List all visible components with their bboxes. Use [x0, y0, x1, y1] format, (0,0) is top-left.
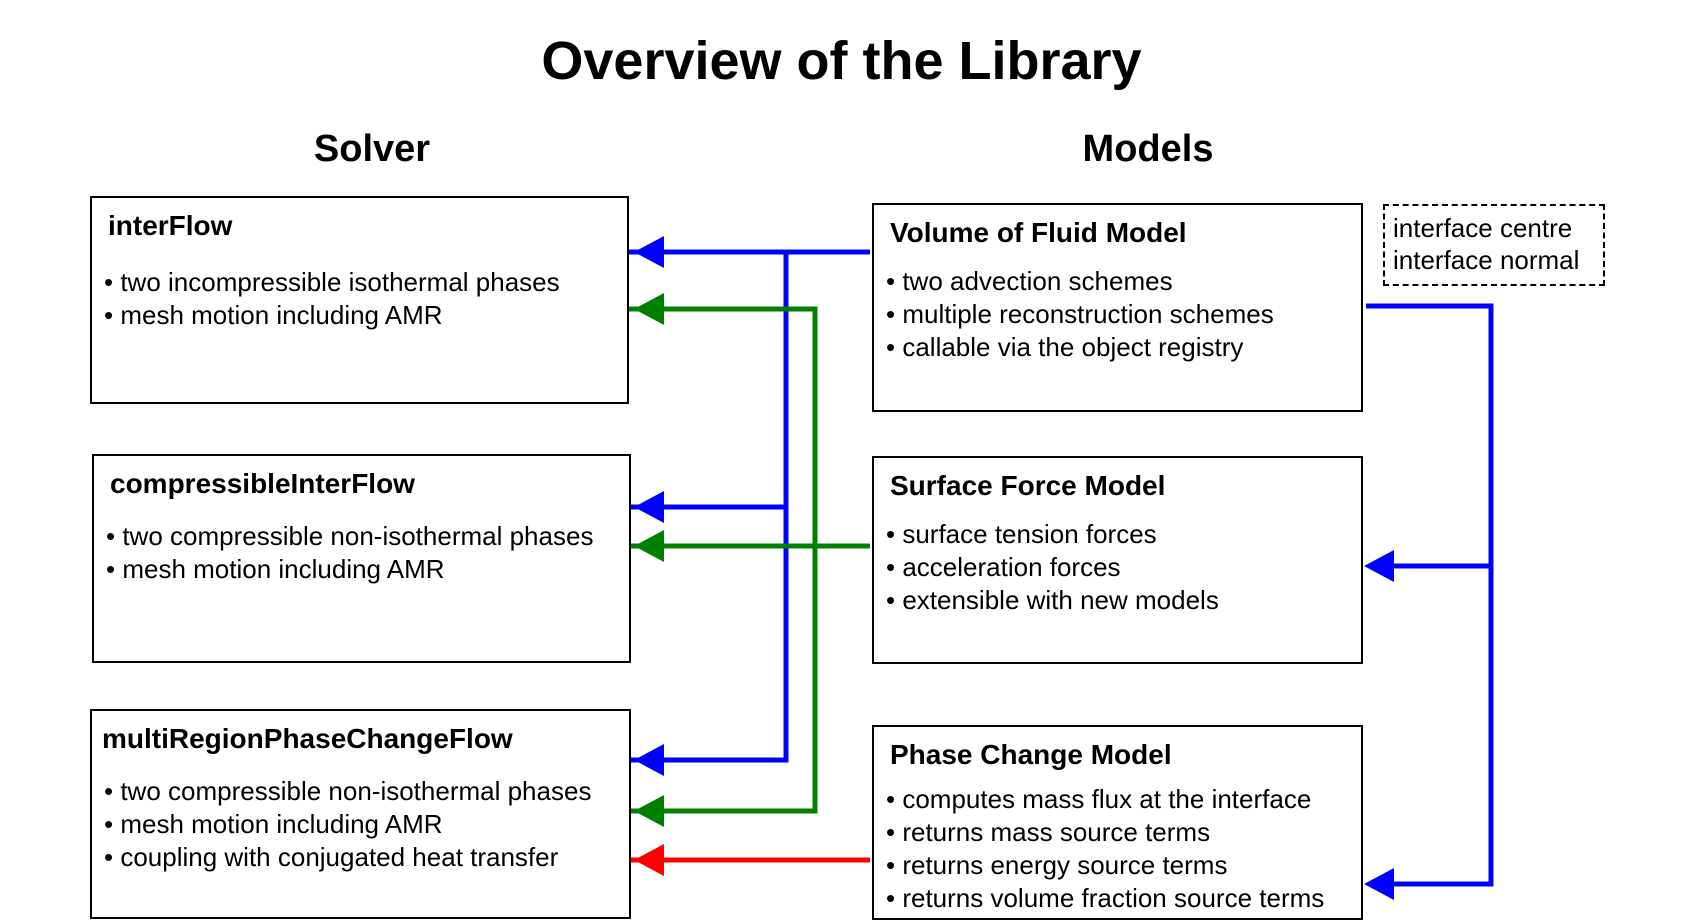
- list-item: acceleration forces: [886, 551, 1349, 584]
- model-name: Surface Force Model: [890, 470, 1166, 501]
- list-item: surface tension forces: [886, 518, 1349, 551]
- model-box-phase-change: Phase Change Model computes mass flux at…: [872, 725, 1363, 920]
- solver-feature-list: two compressible non-isothermal phases m…: [106, 520, 617, 586]
- list-item: extensible with new models: [886, 584, 1349, 617]
- list-item: returns volume fraction source terms: [886, 882, 1349, 915]
- vof-connector: [612, 252, 789, 763]
- list-item: returns mass source terms: [886, 816, 1349, 849]
- list-item: multiple reconstruction schemes: [886, 298, 1349, 331]
- list-item: two incompressible isothermal phases: [104, 266, 615, 299]
- arrowhead-green: [634, 795, 664, 827]
- arrowhead-red: [634, 844, 664, 876]
- list-item: mesh motion including AMR: [104, 808, 617, 841]
- arrowhead-blue: [1364, 868, 1394, 900]
- model-box-surface-force: Surface Force Model surface tension forc…: [872, 456, 1363, 664]
- surface-force-connector: [612, 306, 818, 814]
- solver-name: compressibleInterFlow: [110, 468, 415, 499]
- model-feature-list: surface tension forces acceleration forc…: [886, 518, 1349, 617]
- model-feature-list: computes mass flux at the interface retu…: [886, 783, 1349, 915]
- arrowhead-blue: [1364, 550, 1394, 582]
- list-item: computes mass flux at the interface: [886, 783, 1349, 816]
- arrowhead-blue: [634, 491, 664, 523]
- arrowhead-green: [634, 293, 664, 325]
- model-name: Phase Change Model: [890, 739, 1172, 770]
- solver-name: interFlow: [108, 210, 233, 241]
- solver-feature-list: two incompressible isothermal phases mes…: [104, 266, 615, 332]
- arrowhead-blue: [634, 744, 664, 776]
- solver-column-heading: Solver: [313, 128, 431, 170]
- solver-box-compressibleinterflow: compressibleInterFlow two compressible n…: [92, 454, 631, 663]
- models-column-heading: Models: [1082, 128, 1214, 170]
- model-name: Volume of Fluid Model: [890, 217, 1187, 248]
- solver-feature-list: two compressible non-isothermal phases m…: [104, 775, 617, 874]
- solver-box-interflow: interFlow two incompressible isothermal …: [90, 196, 629, 404]
- arrowhead-blue: [634, 236, 664, 268]
- list-item: returns energy source terms: [886, 849, 1349, 882]
- list-item: mesh motion including AMR: [106, 553, 617, 586]
- list-item: mesh motion including AMR: [104, 299, 615, 332]
- list-item: callable via the object registry: [886, 331, 1349, 364]
- arrowhead-green: [634, 530, 664, 562]
- solver-box-multiregionphasechangeflow: multiRegionPhaseChangeFlow two compressi…: [90, 709, 631, 919]
- model-box-volume-of-fluid: Volume of Fluid Model two advection sche…: [872, 203, 1363, 412]
- list-item: two advection schemes: [886, 265, 1349, 298]
- note-line: interface centre: [1393, 213, 1573, 243]
- solver-name: multiRegionPhaseChangeFlow: [102, 723, 513, 754]
- list-item: two compressible non-isothermal phases: [106, 520, 617, 553]
- note-line: interface normal: [1393, 245, 1580, 275]
- interface-note: interface centre interface normal: [1383, 204, 1605, 286]
- vof-interface-connector: [1366, 303, 1494, 887]
- list-item: two compressible non-isothermal phases: [104, 775, 617, 808]
- list-item: coupling with conjugated heat transfer: [104, 841, 617, 874]
- diagram-title: Overview of the Library: [541, 31, 1142, 91]
- model-feature-list: two advection schemes multiple reconstru…: [886, 265, 1349, 364]
